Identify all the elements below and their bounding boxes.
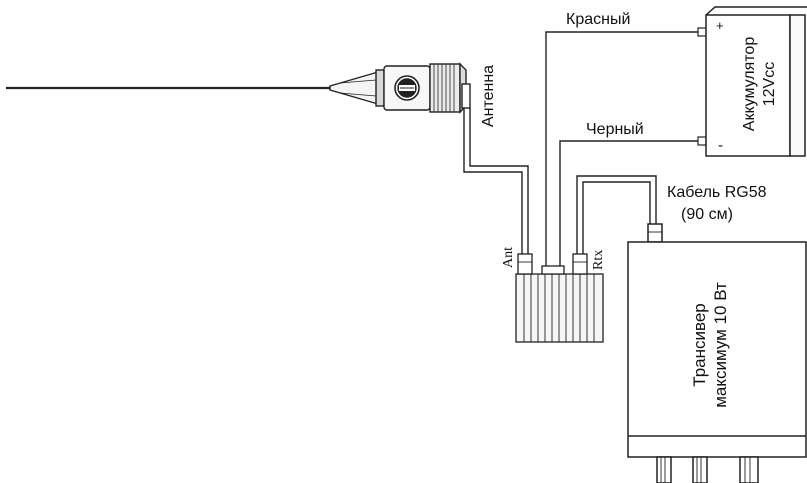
battery-minus-label: - [718,137,723,154]
cable-label-line1: Кабель RG58 [667,184,767,201]
antenna-ring [375,69,385,107]
black-wire [559,140,700,272]
battery-body [705,14,791,157]
interface-box-body [515,273,604,343]
transceiver-connector [647,223,663,243]
rtx-port-connector [572,253,588,275]
battery-label-line1: Аккумулятор [741,37,758,132]
plus-terminal [697,27,707,37]
antenna-connector [461,83,471,109]
ant-port-label: Ant [501,247,516,268]
transceiver-body [627,241,807,458]
power-wire-entry [541,265,565,275]
battery [705,6,807,157]
knob-icon [739,456,759,483]
minus-terminal [697,136,707,146]
cables [463,31,700,272]
transceiver [627,223,807,483]
battery-label-line2: 12Vcc [761,62,778,106]
black-wire-label: Черный [586,121,644,138]
interface-box-ribs [523,274,595,342]
red-wire-label: Красный [566,11,630,28]
transceiver-label-line1: Трансивер [690,303,709,386]
antenna [6,62,471,114]
interface-box [515,253,604,343]
antenna-base [429,63,461,113]
red-wire [545,31,700,272]
battery-terminals [697,27,707,146]
antenna-taper [329,71,379,105]
transceiver-label-line2: максимум 10 Вт [711,282,730,408]
antenna-coax-cable [463,108,523,254]
rtx-port-label: Rtx [591,250,606,270]
cable-label-line2: (90 см) [681,206,733,223]
battery-side [789,14,806,157]
battery-plus-label: + [716,18,724,33]
ant-port-connector [517,253,533,275]
transceiver-knobs [656,456,759,483]
rg58-cable [576,175,657,254]
knob-icon [692,456,708,483]
antenna-label: Антенна [480,65,497,127]
knob-icon [656,456,672,483]
